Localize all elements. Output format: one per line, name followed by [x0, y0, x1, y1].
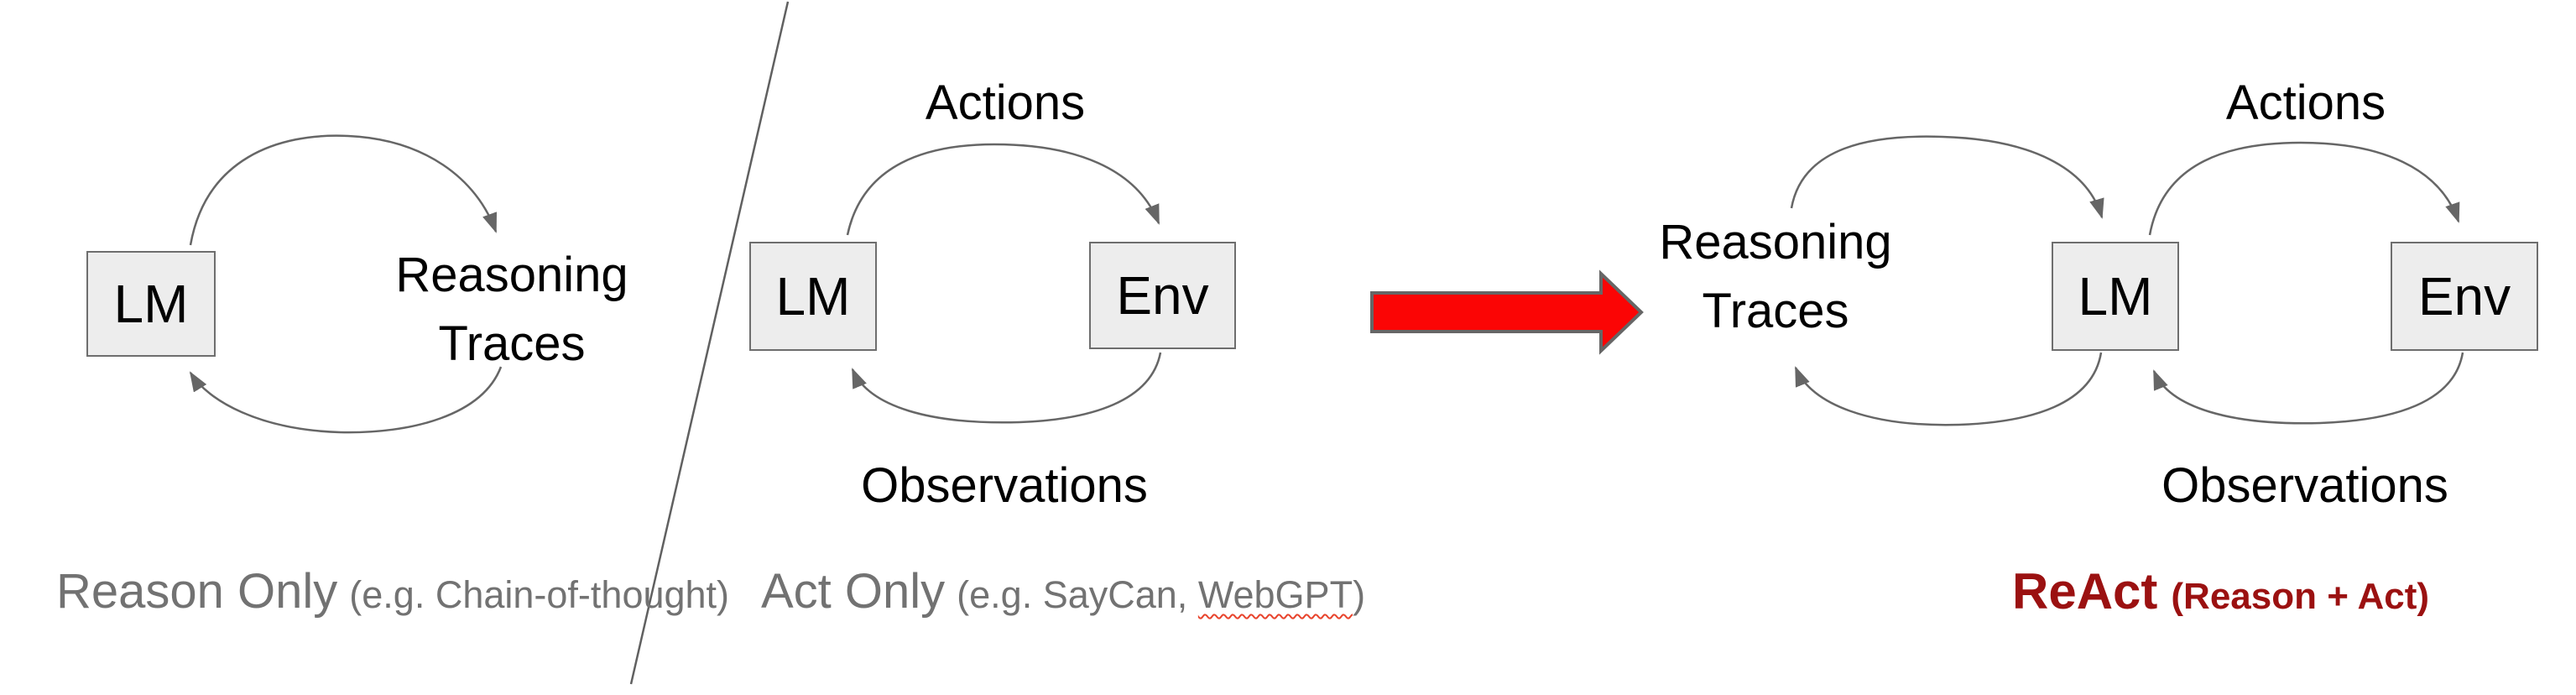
panel-divider-line: [629, 1, 790, 685]
caption-reason-only-main: Reason Only: [56, 564, 338, 619]
caption-act-only-main: Act Only: [761, 564, 946, 619]
caption-react: ReAct (Reason + Act): [2012, 562, 2429, 626]
caption-act-only: Act Only (e.g. SayCan, WebGPT): [761, 562, 1365, 624]
arc-env-to-lm-observations-react: [2152, 352, 2464, 425]
caption-reason-only-detail: (e.g. Chain-of-thought): [349, 573, 730, 616]
lm-box-act-only: LM: [749, 242, 877, 351]
arc-reasoning-traces-to-lm: [189, 366, 503, 434]
observations-label-react: Observations: [2161, 458, 2448, 513]
traces-line: Traces: [1702, 284, 1849, 338]
caption-act-only-webgpt: WebGPT: [1197, 573, 1353, 616]
env-box-react: Env: [2391, 242, 2538, 351]
arc-lm-to-env-actions: [846, 143, 1160, 236]
traces-line: Traces: [438, 316, 586, 371]
env-box-act-only: Env: [1089, 242, 1236, 349]
arc-lm-to-reasoning-traces-react: [1794, 352, 2103, 426]
lm-box-react: LM: [2052, 242, 2179, 351]
caption-act-only-detail-prefix: (e.g. SayCan,: [957, 573, 1188, 616]
actions-label-act-only: Actions: [925, 76, 1086, 130]
caption-act-only-detail: (e.g. SayCan, WebGPT): [957, 573, 1365, 616]
lm-box-reason-only: LM: [86, 251, 216, 357]
caption-act-only-detail-suffix: ): [1353, 573, 1366, 616]
actions-label-react: Actions: [2225, 76, 2386, 130]
reasoning-line: Reasoning: [395, 248, 628, 302]
arc-reasoning-traces-to-lm-react: [1790, 135, 2104, 219]
arc-env-to-lm-observations: [851, 352, 1162, 424]
arc-lm-to-reasoning-traces: [189, 134, 498, 246]
red-arrow-icon: [1370, 269, 1644, 355]
arc-lm-to-env-actions-react: [2148, 141, 2460, 236]
reasoning-line: Reasoning: [1659, 215, 1892, 269]
observations-label-act-only: Observations: [861, 458, 1148, 513]
caption-react-detail: (Reason + Act): [2171, 576, 2430, 617]
reasoning-traces-label-react: Reasoning Traces: [1641, 208, 1910, 346]
caption-react-main: ReAct: [2012, 563, 2158, 619]
reasoning-traces-label-reason-only: Reasoning Traces: [378, 241, 646, 379]
caption-reason-only: Reason Only (e.g. Chain-of-thought): [56, 562, 729, 624]
